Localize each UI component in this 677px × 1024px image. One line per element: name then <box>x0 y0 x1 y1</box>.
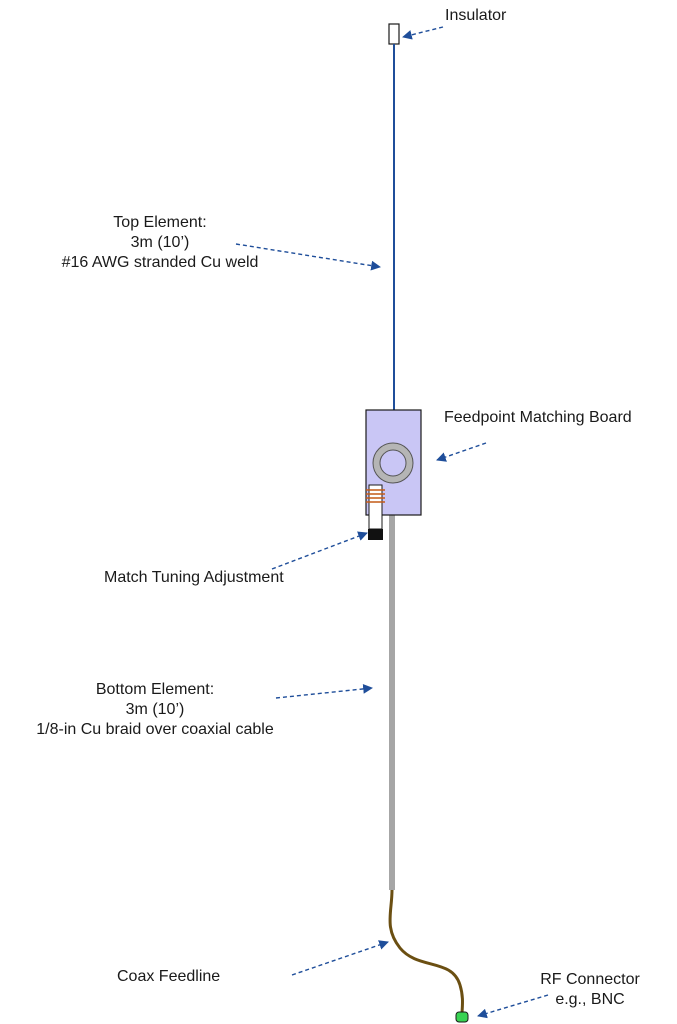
bottom-element-label: Bottom Element: 3m (10’) 1/8-in Cu braid… <box>5 680 305 740</box>
coax-feedline-label-text: Coax Feedline <box>117 968 221 985</box>
rf-connector-label-line1: RF Connector <box>540 971 640 988</box>
toroid-core-inner <box>379 449 407 477</box>
top-element-label-line3: #16 AWG stranded Cu weld <box>61 254 259 271</box>
bottom-element-arrow <box>275 684 373 699</box>
top-element-label: Top Element: 3m (10’) #16 AWG stranded C… <box>10 213 310 273</box>
insulator-arrow <box>402 26 444 40</box>
bottom-element-label-line2: 3m (10’) <box>125 701 185 718</box>
rf-connector-arrow <box>477 994 549 1019</box>
feedpoint-arrow <box>436 442 487 462</box>
top-element-label-line2: 3m (10’) <box>130 234 190 251</box>
match-tuning-label: Match Tuning Adjustment <box>104 568 284 588</box>
coax-feedline-label: Coax Feedline <box>117 967 220 987</box>
match-tuning-arrow <box>271 531 368 570</box>
insulator-label: Insulator <box>445 6 506 26</box>
bottom-element-label-line1: Bottom Element: <box>95 681 215 698</box>
rf-connector-label: RF Connector e.g., BNC <box>520 970 660 1010</box>
rf-connector-label-line2: e.g., BNC <box>555 991 625 1008</box>
insulator-block <box>388 23 400 45</box>
insulator-label-text: Insulator <box>445 7 507 24</box>
coax-feedline-arrow <box>291 940 389 976</box>
tuning-coil <box>366 489 385 503</box>
feedpoint-label: Feedpoint Matching Board <box>444 408 632 428</box>
match-tuning-label-text: Match Tuning Adjustment <box>104 569 284 586</box>
feedpoint-label-text: Feedpoint Matching Board <box>444 409 632 426</box>
top-element-label-line1: Top Element: <box>113 214 207 231</box>
coax-feedline-cable <box>388 889 464 1015</box>
top-element-arrow <box>235 243 381 271</box>
tuning-knob <box>368 529 383 540</box>
rf-connector-body <box>455 1011 469 1023</box>
tuning-trimmer-body <box>368 484 383 530</box>
bottom-element-label-line3: 1/8-in Cu braid over coaxial cable <box>36 721 274 738</box>
